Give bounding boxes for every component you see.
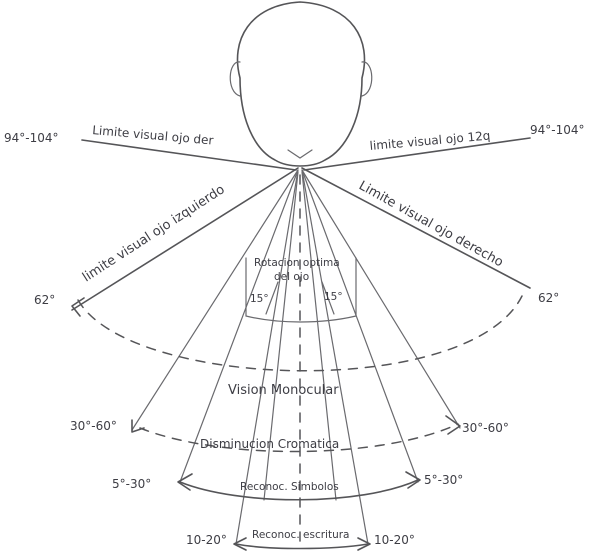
chromatic-label: Disminucion Cromatica [200, 437, 339, 451]
right-62-label: 62° [538, 291, 559, 305]
writing-arc [236, 544, 368, 549]
writing-label: Reconoc. escritura [252, 529, 349, 541]
left-62-limit-line [72, 168, 298, 310]
right-limit-text-label: limite visual ojo 12q [369, 128, 491, 153]
arrow-right-30-60 [446, 416, 460, 434]
rotation-right-15-label: 15° [324, 291, 343, 303]
rotation-label-line1: Rotacion optima [254, 257, 340, 269]
left-10-20-label: 10-20° [186, 533, 227, 547]
right-5-30-label: 5°-30° [424, 473, 463, 487]
left-62-label: 62° [34, 293, 55, 307]
head-outline [230, 2, 372, 166]
right-62-limit-line [302, 168, 530, 288]
rotation-left-15-label: 15° [250, 293, 269, 305]
arrow-left-30-60 [132, 420, 144, 432]
right-30-60-label: 30°-60° [462, 421, 509, 435]
left-eye-limit-label: limite visual ojo izquierdo [80, 182, 228, 285]
right-10-20-label: 10-20° [374, 533, 415, 547]
right-eye-limit-label: Limite visual ojo derecho [356, 178, 506, 270]
nose-mark [288, 150, 312, 158]
left-30-60-label: 30°-60° [70, 419, 117, 433]
sight-line-5-30-right [302, 170, 418, 482]
left-5-30-label: 5°-30° [112, 477, 151, 491]
monocular-label: Vision Monocular [228, 383, 339, 398]
left-limit-range-label: 94°-104° [4, 131, 59, 145]
right-limit-range-label: 94°-104° [530, 123, 585, 137]
symbols-label: Reconoc. Simbolos [240, 481, 339, 493]
rotation-label-line2: del ojo [274, 271, 309, 283]
